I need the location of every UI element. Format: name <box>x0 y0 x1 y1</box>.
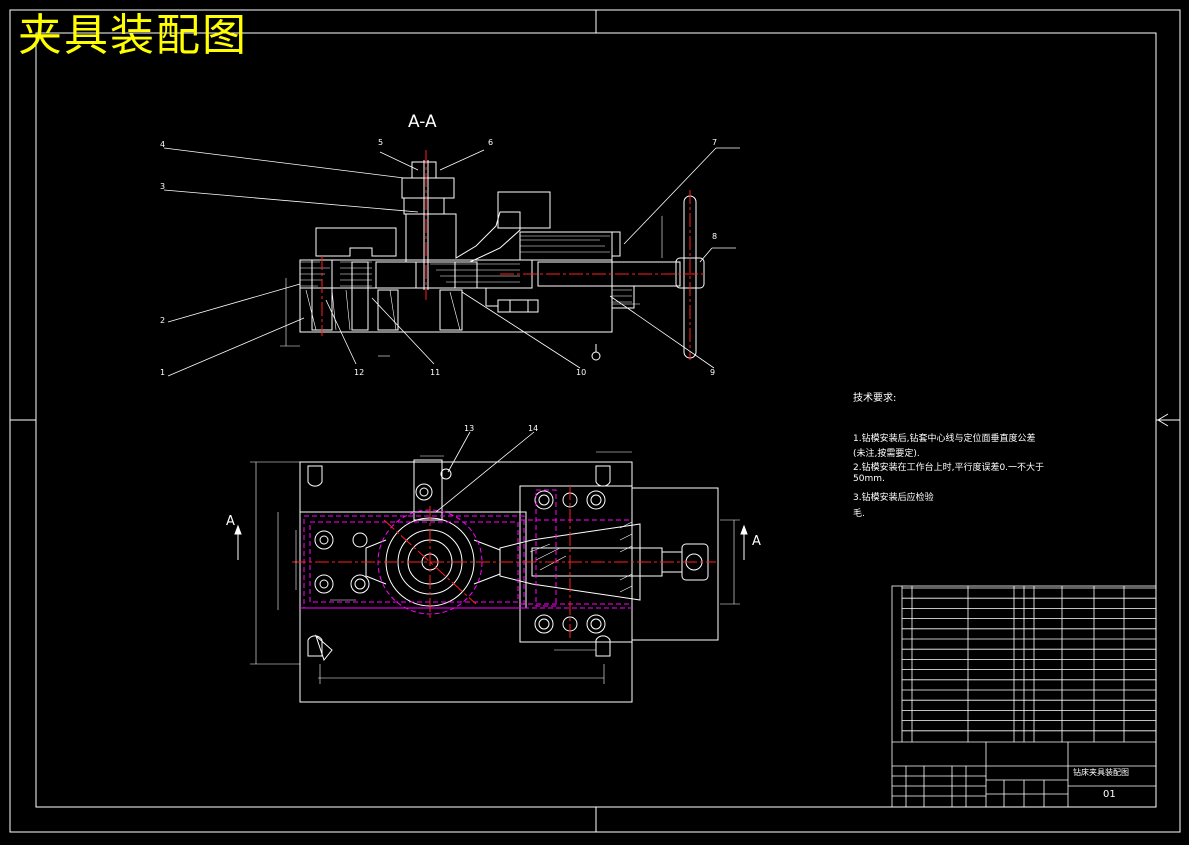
tech-requirements-title: 技术要求: <box>853 393 897 404</box>
title-block <box>891 585 1157 808</box>
tech-requirement-line: (未注,按需要定). <box>853 449 920 459</box>
callout-10: 10 <box>576 368 587 377</box>
callout-6: 6 <box>488 138 494 147</box>
clamp-body <box>315 227 397 257</box>
plan-base <box>299 461 633 703</box>
callout-3: 3 <box>160 182 166 191</box>
callout-8: 8 <box>712 232 718 241</box>
tech-requirement-line: 毛. <box>853 509 865 519</box>
centerlines-plan <box>292 486 716 640</box>
tech-requirement-line: 3.钻模安装后应检验 <box>853 493 934 503</box>
tech-requirement-line: 2.钻模安装在工作台上时,平行度误差0.一不大于 <box>853 463 1045 473</box>
callout-2: 2 <box>160 316 166 325</box>
frame-ticks <box>10 10 1180 832</box>
callout-9: 9 <box>710 368 716 377</box>
callout-14: 14 <box>528 424 539 433</box>
leader-lines-section <box>163 147 740 377</box>
page-title: 夹具装配图 <box>18 10 248 61</box>
view-mark-left: A <box>226 514 235 529</box>
tech-requirement-line: 1.钻模安装后,钻套中心线与定位面垂直度公差 <box>853 434 1036 444</box>
section-arrows <box>234 524 748 560</box>
section-label-aa: A-A <box>408 112 437 132</box>
callout-5: 5 <box>378 138 384 147</box>
title-block-drawing-code: 01 <box>1103 789 1116 800</box>
tech-requirement-line: 50mm. <box>853 474 885 484</box>
callout-7: 7 <box>712 138 718 147</box>
callout-13: 13 <box>464 424 475 433</box>
title-block-drawing-name: 钻床夹具装配图 <box>1073 768 1129 777</box>
bolt-holes <box>314 468 606 634</box>
section-view <box>299 160 705 361</box>
outer-frame <box>9 9 1181 833</box>
callout-12: 12 <box>354 368 365 377</box>
callout-1: 1 <box>160 368 166 377</box>
dimensions-plan <box>250 451 740 703</box>
inner-frame <box>35 32 1157 808</box>
view-mark-right: A <box>752 534 761 549</box>
callout-11: 11 <box>430 368 441 377</box>
centerlines-section <box>321 150 706 360</box>
plan-view <box>299 459 719 703</box>
leader-lines-plan <box>435 431 535 513</box>
hatch-zones <box>300 239 632 331</box>
dimensions-section <box>280 216 663 357</box>
callout-4: 4 <box>160 140 166 149</box>
